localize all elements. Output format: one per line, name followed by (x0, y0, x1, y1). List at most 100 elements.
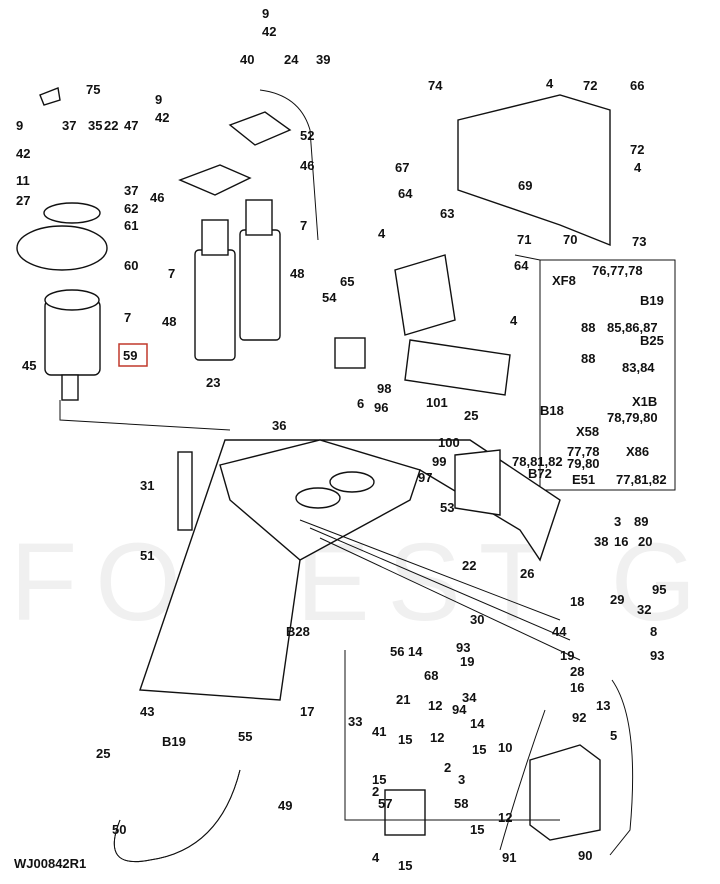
callout-9: 9 (155, 92, 162, 107)
filler-port-2 (329, 471, 375, 493)
callout-42: 42 (16, 146, 30, 161)
box-65 (394, 254, 456, 336)
valve-block-92 (529, 744, 601, 841)
callout-16: 16 (614, 534, 628, 549)
callout-15: 15 (372, 772, 386, 787)
callout-64: 64 (514, 258, 529, 273)
callout-22: 22 (104, 118, 118, 133)
callout-B19: B19 (162, 734, 186, 749)
callout-92: 92 (572, 710, 586, 725)
callout-37: 37 (62, 118, 76, 133)
callout-66: 66 (630, 78, 644, 93)
watermark: FOREST GRI (10, 521, 720, 644)
filter-left (194, 249, 236, 361)
callout-97: 97 (418, 470, 432, 485)
callout-9: 9 (262, 6, 269, 21)
callout-18: 18 (570, 594, 584, 609)
plate-53 (454, 449, 501, 516)
callout-12: 12 (498, 810, 512, 825)
callout-77-81-82: 77,81,82 (616, 472, 667, 487)
callout-52: 52 (300, 128, 314, 143)
callout-50: 50 (112, 822, 126, 837)
callout-100: 100 (438, 435, 460, 450)
callout-12: 12 (430, 730, 444, 745)
callout-88: 88 (581, 351, 595, 366)
callout-19: 19 (460, 654, 474, 669)
callout-16: 16 (570, 680, 584, 695)
callout-42: 42 (155, 110, 169, 125)
callout-93: 93 (456, 640, 470, 655)
callout-X86: X86 (626, 444, 649, 459)
callout-3: 3 (458, 772, 465, 787)
callout-X58: X58 (576, 424, 599, 439)
bracket-31 (177, 451, 193, 531)
callout-99: 99 (432, 454, 446, 469)
callout-5: 5 (610, 728, 617, 743)
callout-95: 95 (652, 582, 666, 597)
valve-54 (334, 337, 366, 369)
callout-56: 56 (390, 644, 404, 659)
callout-94: 94 (452, 702, 467, 717)
drawing-id: WJ00842R1 (14, 856, 86, 871)
callout-6: 6 (357, 396, 364, 411)
callout-38: 38 (594, 534, 608, 549)
callout-40: 40 (240, 52, 254, 67)
callout-36: 36 (272, 418, 286, 433)
callout-51: 51 (140, 548, 154, 563)
callout-28: 28 (570, 664, 584, 679)
callout-64: 64 (398, 186, 413, 201)
callout-4: 4 (510, 313, 518, 328)
filler-port (295, 487, 341, 509)
callout-29: 29 (610, 592, 624, 607)
callout-2: 2 (372, 784, 379, 799)
callout-13: 13 (596, 698, 610, 713)
callout-25: 25 (464, 408, 478, 423)
clip-75 (39, 87, 61, 106)
highlight-box-59 (118, 343, 148, 367)
callout-14: 14 (408, 644, 423, 659)
callout-B72: B72 (528, 466, 552, 481)
callout-67: 67 (395, 160, 409, 175)
callout-4: 4 (546, 76, 554, 91)
callout-8: 8 (650, 624, 657, 639)
callout-20: 20 (638, 534, 652, 549)
callout-39: 39 (316, 52, 330, 67)
filter-cap-52 (228, 111, 292, 146)
callout-85-86-87: 85,86,87 (607, 320, 658, 335)
callout-21: 21 (396, 692, 410, 707)
callout-89: 89 (634, 514, 648, 529)
callout-54: 54 (322, 290, 337, 305)
callout-26: 26 (520, 566, 534, 581)
callout-42: 42 (262, 24, 276, 39)
cover-74 (457, 94, 611, 247)
callout-17: 17 (300, 704, 314, 719)
filter-cap-46 (178, 164, 252, 196)
callout-96: 96 (374, 400, 388, 415)
callout-34: 34 (462, 690, 477, 705)
callout-62: 62 (124, 201, 138, 216)
callout-22: 22 (462, 558, 476, 573)
callout-4: 4 (378, 226, 386, 241)
callout-46: 46 (150, 190, 164, 205)
callout-68: 68 (424, 668, 438, 683)
callout-59: 59 (123, 348, 137, 363)
callout-53: 53 (440, 500, 454, 515)
callout-B18: B18 (540, 403, 564, 418)
callout-B28: B28 (286, 624, 310, 639)
cover-62 (43, 202, 101, 224)
callout-30: 30 (470, 612, 484, 627)
callout-69: 69 (518, 178, 532, 193)
callout-75: 75 (86, 82, 100, 97)
callout-25: 25 (96, 746, 110, 761)
callout-101: 101 (426, 395, 448, 410)
callout-9: 9 (16, 118, 23, 133)
callout-33: 33 (348, 714, 362, 729)
callout-78-81-82: 78,81,82 (512, 454, 563, 469)
filter-right (239, 229, 281, 341)
callout-31: 31 (140, 478, 154, 493)
bracket-57 (384, 789, 426, 836)
callout-15: 15 (398, 858, 412, 873)
